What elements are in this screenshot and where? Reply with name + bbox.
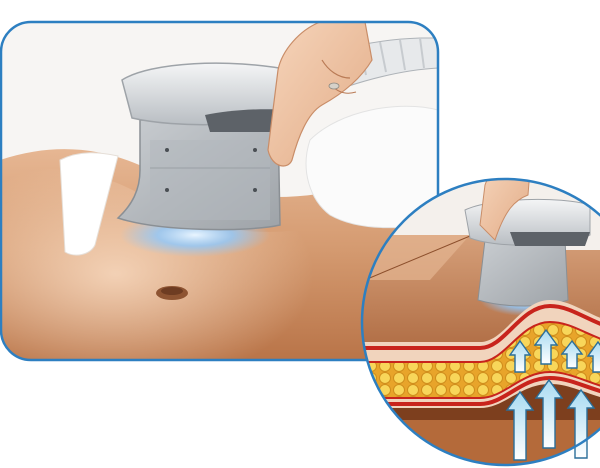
photo-frame: [0, 20, 440, 362]
hand-icon: [267, 22, 373, 167]
main-photo: [0, 22, 438, 360]
clothing-strap: [59, 152, 119, 256]
zoom-circle-frame: [360, 177, 600, 467]
fat-layer: [362, 320, 600, 399]
hand-small: [479, 179, 531, 241]
arrow-up-icon: [505, 328, 600, 461]
